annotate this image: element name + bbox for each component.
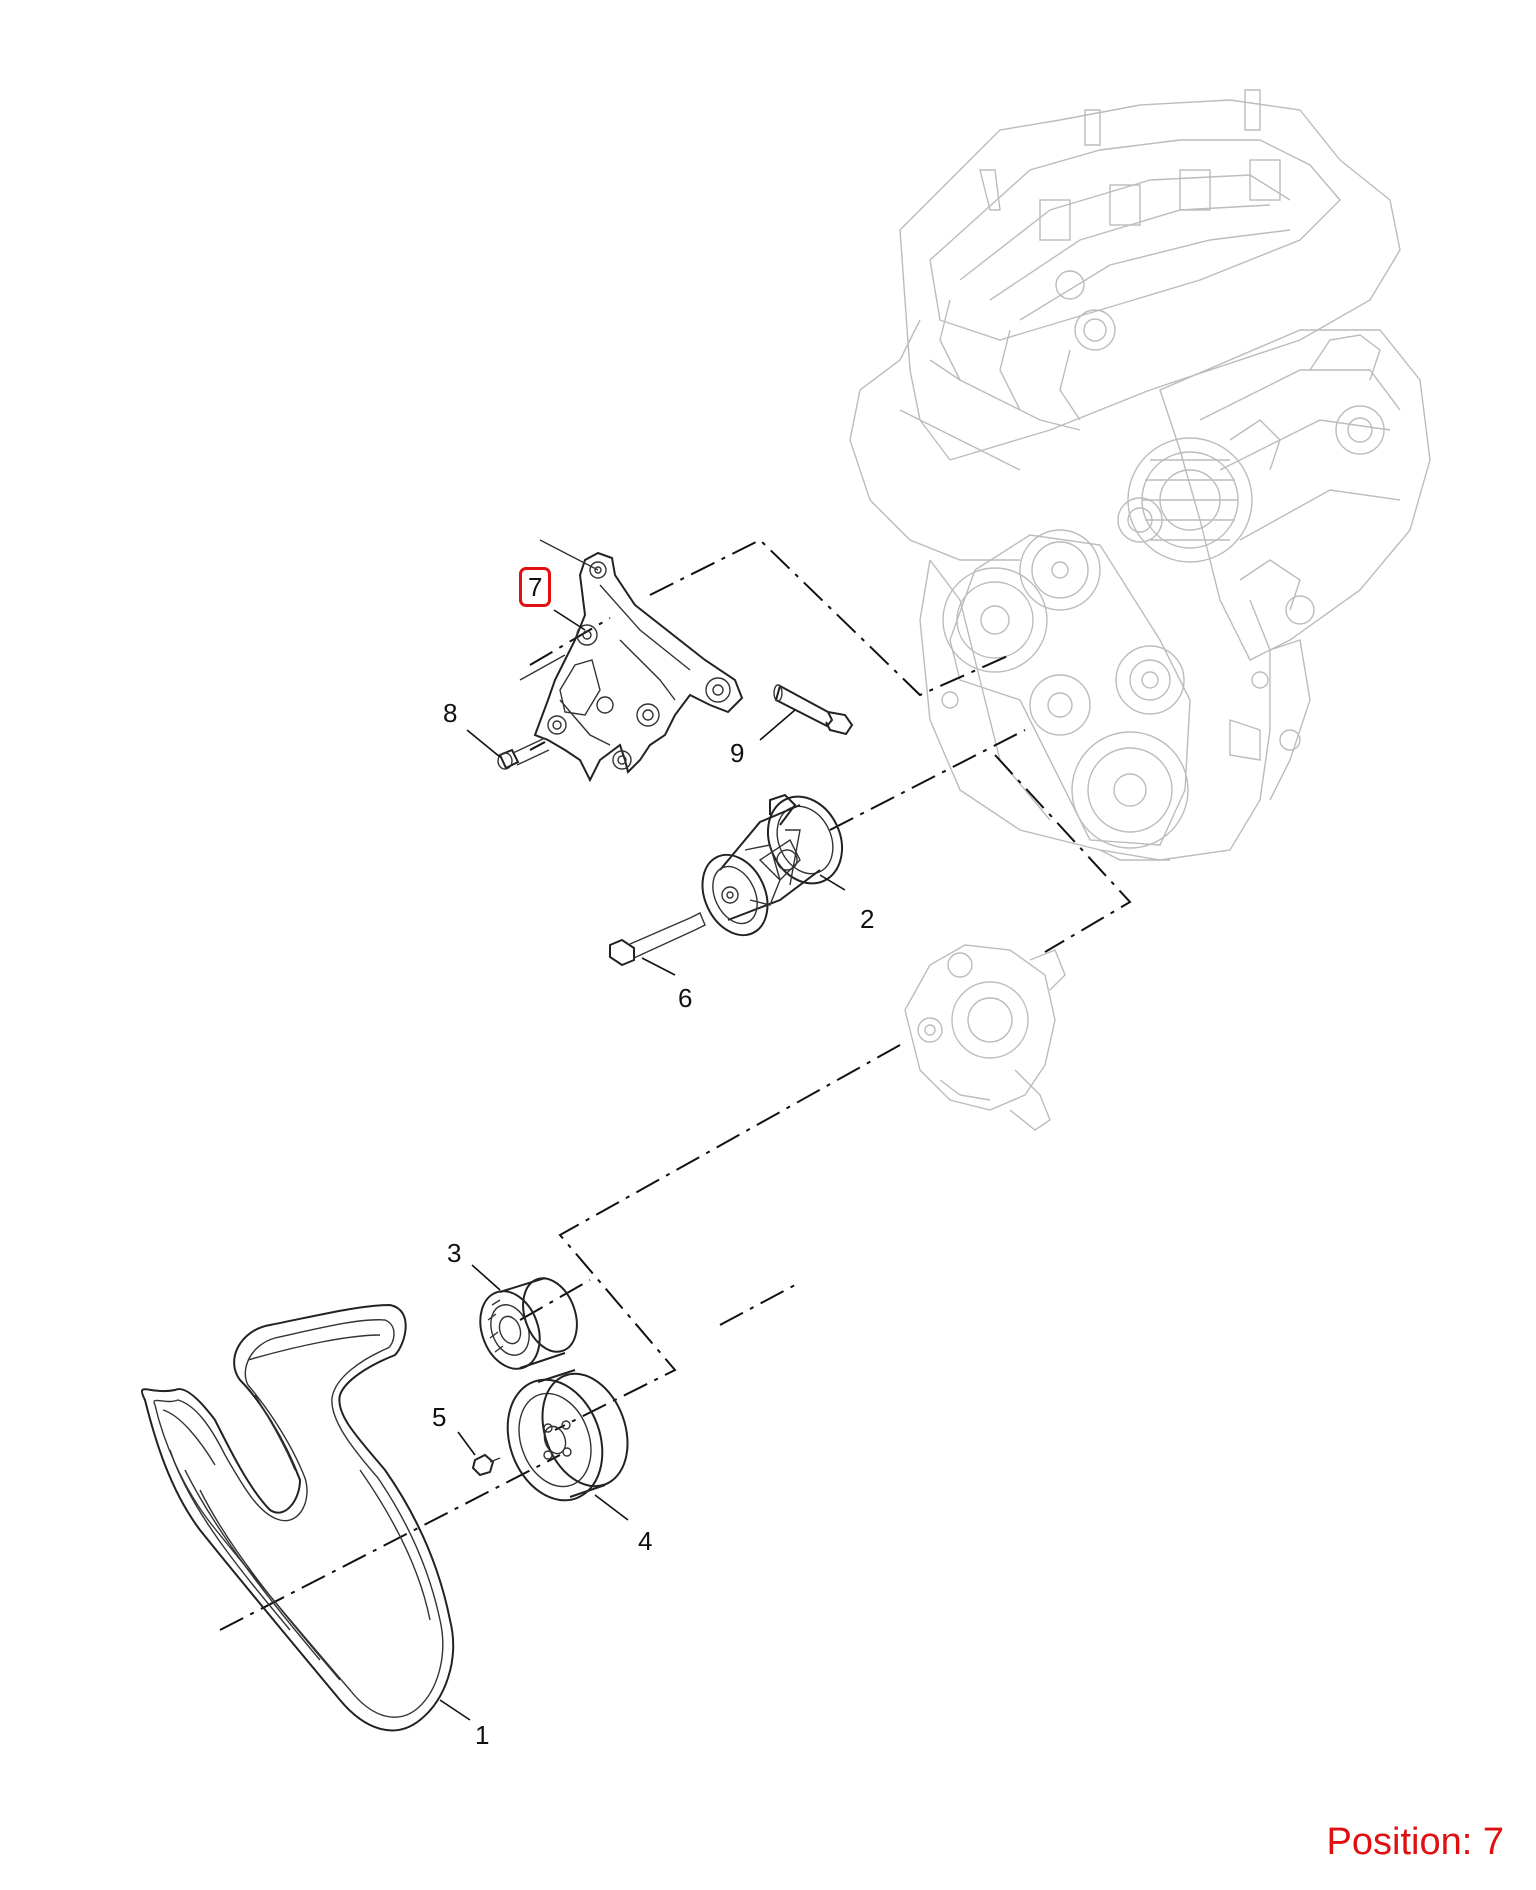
crank-pulley-part-4 xyxy=(506,1369,629,1502)
callout-4: 4 xyxy=(638,1526,653,1556)
position-label: Position: 7 xyxy=(1326,1821,1504,1863)
bolt-part-9 xyxy=(773,684,854,736)
callout-5: 5 xyxy=(432,1402,447,1432)
callout-9: 9 xyxy=(730,738,745,768)
tensioner-bracket-part-7 xyxy=(519,539,744,783)
assembly-center-lines xyxy=(219,538,1132,1631)
serpentine-belt-part-1 xyxy=(140,1303,455,1732)
engine-assembly xyxy=(849,89,1431,861)
bolt-part-6 xyxy=(609,912,706,967)
power-steering-pump xyxy=(904,944,1066,1131)
tensioner-part-2 xyxy=(701,793,843,937)
callout-6: 6 xyxy=(678,983,693,1013)
callout-2: 2 xyxy=(860,904,875,934)
callout-3: 3 xyxy=(447,1238,462,1268)
bolt-part-5 xyxy=(471,1453,501,1477)
leader-lines xyxy=(439,609,846,1721)
callout-8: 8 xyxy=(443,698,458,728)
callout-1: 1 xyxy=(475,1720,490,1750)
idler-pulley-part-3 xyxy=(479,1277,578,1370)
bolt-part-8 xyxy=(497,737,550,770)
callout-7: 7 xyxy=(519,567,552,607)
